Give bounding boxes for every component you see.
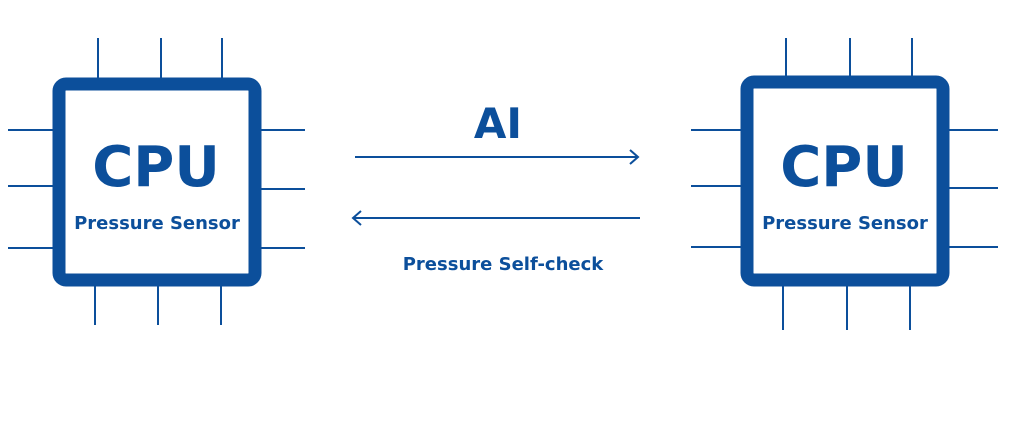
right-chip-body — [740, 75, 950, 287]
right-chip: CPU Pressure Sensor — [691, 38, 998, 330]
left-chip-title: CPU — [92, 135, 220, 200]
forward-arrow-head — [629, 149, 640, 165]
left-chip-body — [52, 77, 262, 287]
right-chip-subtitle: Pressure Sensor — [762, 213, 928, 234]
forward-arrow — [355, 149, 640, 165]
backward-arrow — [351, 210, 640, 226]
left-chip-pins — [8, 38, 305, 325]
backward-arrow-head — [351, 210, 362, 226]
right-chip-pins — [691, 38, 998, 330]
left-chip-subtitle: Pressure Sensor — [74, 213, 240, 234]
right-chip-title: CPU — [780, 135, 908, 200]
forward-arrow-label: AI — [474, 99, 522, 148]
arrows: AI Pressure Self-check — [351, 99, 640, 275]
left-chip: CPU Pressure Sensor — [8, 38, 305, 325]
backward-arrow-label: Pressure Self-check — [403, 254, 605, 275]
